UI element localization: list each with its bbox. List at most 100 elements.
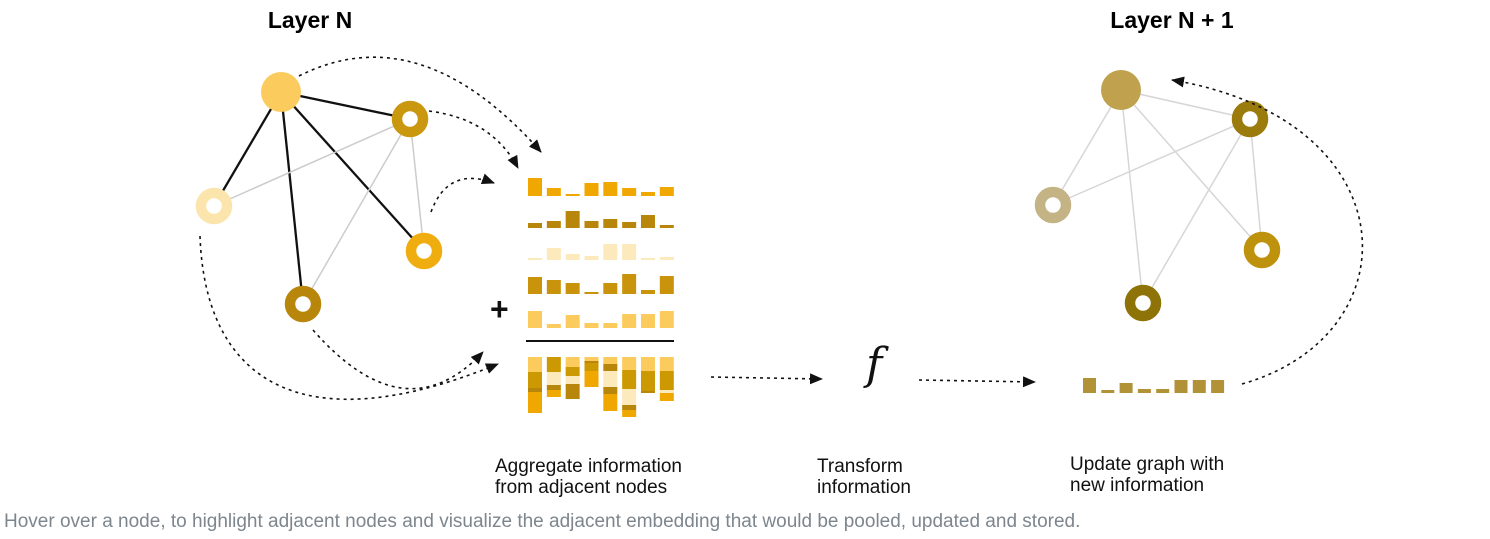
flow-arrow [918,376,1036,388]
layer-n1-graph-edge [1249,118,1263,251]
embedding-bar [603,244,618,260]
pooled-embedding-segment [584,357,599,361]
pooled-embedding-segment [640,357,655,371]
pooled-embedding-segment [584,371,599,387]
embedding-bar [528,178,542,196]
layer-n-graph-edge [302,118,411,305]
embedding-bar [546,324,561,328]
updated-embedding-bar [1119,383,1133,393]
pooled-embedding-segment [622,357,637,370]
aggregate-step-line2: from adjacent nodes [495,477,668,498]
layer-n1-graph-edge [1142,118,1251,304]
layer-n-title: Layer N [267,7,353,33]
embedding-bar [565,211,580,228]
transform-function-f: f [866,339,883,390]
pooled-embedding-segment [659,393,674,401]
embedding-bar [640,290,655,294]
embedding-bar [640,314,655,328]
embedding-bar [659,225,674,228]
message-arc-arrow [298,56,542,153]
layer-n1-graph-node-ring[interactable] [1124,284,1162,322]
layer-n1-graph-edge [1120,89,1251,120]
embedding-bar [659,276,674,294]
embedding-bar [546,188,561,196]
embedding-bar [640,258,655,260]
embedding-bar [546,280,561,294]
embedding-bar [528,277,542,294]
transform-step-line1: Transform [817,456,903,477]
layer-n-graph-node-ring[interactable] [284,285,322,323]
transform-step-label: Transform information [817,456,911,498]
embedding-bar [603,219,618,228]
updated-embedding-bar [1211,380,1225,393]
layer-n1-graph-edge [1052,89,1122,206]
embedding-bar [659,311,674,328]
pooled-embedding-segment [565,384,580,399]
updated-embedding-bar [1192,380,1206,393]
embedding-bar [528,223,542,228]
embedding-bar [546,221,561,228]
layer-n1-graph-node-ring[interactable] [1243,231,1281,269]
layer-n-graph-node-ring[interactable] [405,232,443,270]
updated-embedding-bar [1101,390,1115,393]
layer-n1-title: Layer N + 1 [1110,7,1234,33]
pooled-embedding-segment [603,394,618,411]
layer-n1-graph-edge [1052,118,1251,206]
embedding-bar [622,274,637,294]
embedding-bar [659,187,674,196]
pooled-embedding-segment [622,405,637,410]
pooled-embedding-segment [659,390,674,393]
layer-n1-graph-edge [1120,89,1263,251]
embedding-bar [603,323,618,328]
pooled-embedding-segment [565,357,580,367]
layer-n-graph-edge [280,90,411,121]
pooled-embedding-segment [528,392,542,413]
embedding-bar [584,292,599,294]
updated-embedding-bar [1174,380,1188,393]
pooled-embedding-segment [584,361,599,363]
aggregate-step-label: Aggregate information from adjacent node… [495,456,682,498]
pooled-embedding-segment [603,364,618,371]
updated-embedding-bar [1156,389,1170,393]
layer-n1-graph-node-ring[interactable] [1231,100,1269,138]
pooled-embedding-segment [528,388,542,392]
updated-embedding-bar [1083,378,1096,393]
pooled-embedding-segment [640,371,655,391]
embedding-bar [546,248,561,260]
pooled-embedding-segment [546,357,561,372]
embedding-bar [622,222,637,228]
message-arc-arrow [312,329,484,390]
embedding-bar [565,194,580,196]
update-step-line2: new information [1070,475,1205,496]
embedding-bar [603,283,618,294]
embedding-bar [584,256,599,260]
layer-n-graph-node-ring[interactable] [195,187,233,225]
pooled-embedding-segment [565,367,580,376]
embedding-bar [603,182,618,196]
pooled-embedding-segment [565,376,580,384]
pooled-embedding-segment [546,390,561,397]
update-step-line1: Update graph with [1070,454,1225,475]
layer-n-graph-edge [213,91,282,207]
pooled-embedding-segment [640,391,655,393]
transform-step-line2: information [817,477,911,498]
embedding-bar [565,254,580,260]
updated-embedding-bar [1137,389,1151,393]
pooled-embedding-segment [603,371,618,387]
pooled-embedding-segment [528,357,542,372]
pooled-embedding-segment [603,357,618,364]
embedding-bar [565,283,580,294]
embedding-bar [584,323,599,328]
layer-n-graph-edge [409,118,425,252]
pooled-embedding-segment [622,389,637,405]
layer-n1-graph-node-ring[interactable] [1034,186,1072,224]
aggregate-step-line1: Aggregate information [495,456,682,477]
layer-n1-graph-node-filled[interactable] [1101,70,1141,110]
pooled-embedding-segment [584,363,599,371]
message-arc-arrow [428,110,519,169]
hover-hint-caption: Hover over a node, to highlight adjacent… [4,511,1081,532]
layer-n-graph-edge [213,118,411,207]
layer-n-graph-node-ring[interactable] [391,100,429,138]
layer-n-graph-node-filled[interactable] [261,72,301,112]
